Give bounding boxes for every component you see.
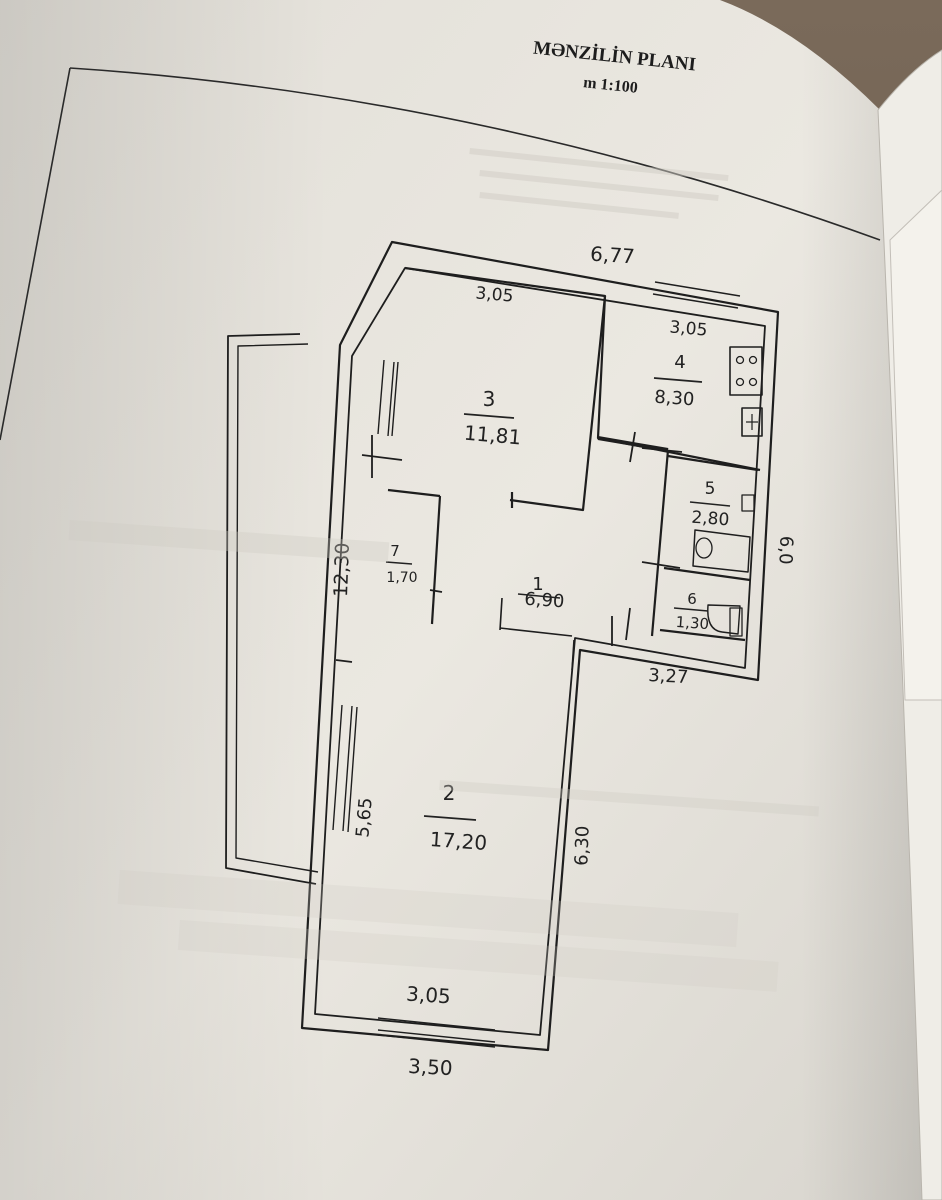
dim-bottom-outer: 3,50 (408, 1054, 454, 1080)
room6-fraction-line (673, 607, 709, 612)
room7-wall (430, 495, 442, 625)
room5-top (667, 454, 759, 472)
room1-number: 1 (532, 574, 543, 595)
room5-bottom (663, 566, 751, 582)
wall-ticks (335, 431, 683, 663)
room3-fraction-line (463, 413, 515, 419)
room1-area: 6,90 (524, 589, 565, 613)
dim-top-outer: 6,77 (589, 241, 635, 268)
toilet-tank (729, 607, 743, 637)
sink-icon (741, 407, 763, 437)
dim-room4-top: 3,05 (669, 317, 708, 340)
balcony-inner (235, 343, 319, 873)
room6-area: 1,30 (675, 613, 710, 633)
bathtub-drain (695, 537, 713, 559)
room5-area: 2,80 (691, 508, 730, 531)
window-room2-side (332, 704, 358, 833)
balcony-outline (225, 333, 317, 885)
window-room2-bottom (377, 1017, 496, 1048)
room3-number: 3 (483, 387, 496, 411)
outer-wall (300, 240, 780, 1052)
frame-top-line (69, 67, 881, 241)
dim-room2-right: 6,30 (571, 825, 593, 866)
floor-plan (225, 240, 780, 1052)
room4-fraction-line (653, 377, 703, 383)
room2-fraction-line (423, 815, 477, 821)
window-room3 (377, 359, 399, 437)
room2-area: 17,20 (429, 827, 488, 855)
door-tick (499, 597, 503, 631)
bleed-through-marks (68, 148, 820, 992)
labels: 6,77 3,05 3,05 12,30 6,0 3,27 5,65 6,30 … (330, 241, 796, 1080)
dim-room2-left: 5,65 (352, 797, 376, 839)
dim-left-outer: 12,30 (330, 542, 354, 597)
stove-burner (748, 355, 758, 365)
dim-right-bottom: 3,27 (648, 665, 689, 688)
bathtub-icon (692, 529, 751, 573)
room4-number: 4 (674, 352, 685, 373)
toilet-icon (707, 604, 741, 635)
door-tick (571, 639, 575, 671)
stove-icon (729, 346, 763, 396)
dim-room2-bottom-inner: 3,05 (405, 981, 451, 1008)
room1-bottom (499, 627, 573, 637)
room7-fraction-line (385, 561, 413, 565)
room3-wall (404, 266, 607, 512)
room3-area: 11,81 (463, 421, 522, 450)
bath-corridor-wall (650, 449, 670, 637)
room7-number: 7 (390, 542, 400, 560)
room5-number: 5 (705, 479, 716, 499)
stove-burner (735, 377, 745, 387)
washbasin-icon (741, 494, 755, 512)
dim-room3-top: 3,05 (475, 283, 514, 306)
room2-number: 2 (443, 781, 456, 805)
window-kitchen (652, 281, 741, 309)
frame-left-line (0, 67, 71, 441)
window-group (332, 281, 741, 1048)
next-page-table (889, 189, 942, 701)
plan-scale: m 1:100 (582, 74, 638, 97)
dim-right-outer: 6,0 (775, 536, 797, 565)
room4-area: 8,30 (654, 387, 695, 411)
room1-fraction-line (517, 593, 561, 599)
room7-area: 1,70 (386, 570, 417, 586)
room5-fraction-line (689, 501, 731, 507)
stove-burner (748, 377, 758, 387)
room3-bottom-left (387, 488, 441, 498)
room6-number: 6 (687, 590, 697, 608)
stove-burner (735, 355, 745, 365)
room6-bottom (659, 628, 746, 642)
